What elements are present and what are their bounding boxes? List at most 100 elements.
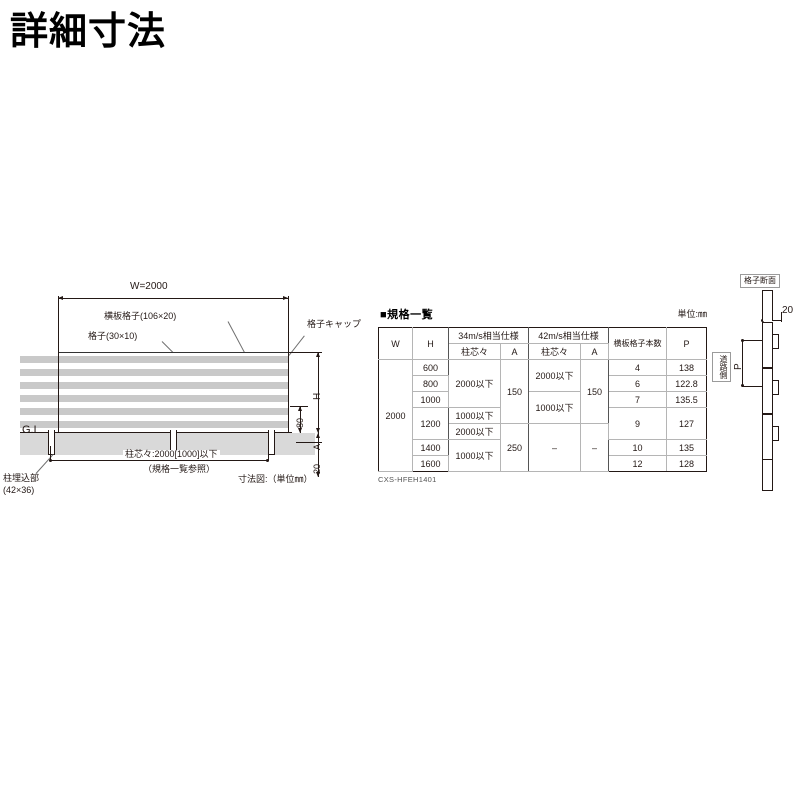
spec-unit-note: 単位:㎜ <box>677 309 707 319</box>
slat-extension <box>20 408 58 415</box>
cell-h: 800 <box>412 375 449 392</box>
drawing-code: CXS-HFEH1401 <box>378 475 437 484</box>
eighty-dimension-line <box>300 406 301 433</box>
ground-level-line <box>20 432 292 434</box>
table-row: 2000 600 2000以下 150 2000以下 150 4 138 <box>378 359 707 472</box>
section-depth-ext <box>781 312 782 322</box>
post-pitch-line <box>50 460 268 461</box>
cell-p: 138 <box>666 359 707 376</box>
width-ext-line-left <box>58 296 59 356</box>
twenty-arrow-bottom <box>315 472 320 477</box>
twenty-dimension-line <box>318 455 319 477</box>
h-ext-top <box>288 352 322 353</box>
header-a-42: A <box>580 343 609 360</box>
h-arrow-top <box>315 352 320 357</box>
section-depth-label: 20 <box>782 305 794 316</box>
header-spec42: 42m/s相当仕様 <box>528 327 609 344</box>
lattice-member <box>58 352 60 432</box>
fence-slat <box>58 408 288 415</box>
panel-top-edge <box>58 352 288 353</box>
width-dimension-line <box>58 298 288 299</box>
lattice-member <box>288 352 290 432</box>
section-p-dot-bottom <box>741 384 744 387</box>
eighty-arrow-top <box>297 406 302 411</box>
section-profile-segment <box>762 290 773 321</box>
cell-a42-dash: – <box>580 423 609 472</box>
cell-pitch34-bot: 1000以下 <box>448 439 501 472</box>
twenty-dimension-label: 20 <box>312 463 322 474</box>
cell-slat-count: 10 <box>608 439 667 456</box>
table-row: 1600 12 128 <box>379 455 707 472</box>
table-row: 1200 1000以下 9 127 <box>379 407 707 440</box>
fence-post <box>268 430 275 455</box>
post-embed-leader <box>35 453 54 474</box>
header-a-34: A <box>500 343 529 360</box>
section-p-label: P <box>733 363 744 370</box>
header-pitch-34: 柱芯々 <box>448 343 501 360</box>
page-title: 詳細寸法 <box>10 9 167 53</box>
cell-a34-top: 150 <box>500 359 529 424</box>
width-arrow-left <box>58 295 63 300</box>
cell-h: 600 <box>412 359 449 376</box>
panel-left-extension <box>20 352 58 430</box>
width-ext-line-right <box>288 296 289 356</box>
cell-slat-count: 6 <box>608 375 667 392</box>
cell-h: 1400 <box>412 439 449 456</box>
header-h: H <box>412 327 449 360</box>
fence-slat <box>58 395 288 402</box>
h-dimension-label: H <box>312 392 323 400</box>
cell-slat-count: 12 <box>608 455 667 472</box>
section-joint-block <box>772 334 779 349</box>
elevation-drawing: W=2000 横板格子(106×20) 格子(30×10) 格子キャップ <box>0 270 370 510</box>
h-arrow-bottom <box>315 428 320 433</box>
section-title: 格子断面 <box>740 274 780 289</box>
elevation-caption: 寸法図:（単位㎜） <box>238 474 313 484</box>
post-pitch-dot-right <box>266 458 269 462</box>
a-dimension-line <box>318 433 319 455</box>
cell-a42: 150 <box>580 359 609 424</box>
cell-slat-count: 9 <box>608 407 667 440</box>
post-pitch-note: （規格一覧参照） <box>143 464 216 474</box>
width-dimension-label: W=2000 <box>130 281 168 292</box>
cell-slat-count: 7 <box>608 391 667 408</box>
header-slat-count: 横板格子本数 <box>608 327 667 360</box>
slat-extension <box>20 421 58 428</box>
section-joint-block <box>772 426 779 441</box>
post-pitch-ext-right <box>268 446 269 461</box>
header-pitch-42: 柱芯々 <box>528 343 581 360</box>
cell-p: 128 <box>666 455 707 472</box>
section-p-ext-bottom <box>742 386 762 387</box>
spec-table-section: ■規格一覧 単位:㎜ W H 34m/s相当仕様 42m/s相当仕様 横板格子本… <box>378 306 707 484</box>
cell-pitch42-dash: – <box>528 423 581 472</box>
fence-panel <box>58 352 288 430</box>
eighty-ext-line <box>290 406 308 407</box>
spec-table: W H 34m/s相当仕様 42m/s相当仕様 横板格子本数 P 柱芯々 A 柱… <box>378 327 707 472</box>
lattice-label: 格子(30×10) <box>88 331 138 341</box>
ground-fill <box>20 433 315 455</box>
header-w: W <box>378 327 413 360</box>
slat-extension <box>20 395 58 402</box>
spec-table-heading: ■規格一覧 <box>380 309 434 321</box>
table-row: 1400 1000以下 10 135 <box>379 439 707 472</box>
slat-extension <box>20 369 58 376</box>
ground-level-label: G.L <box>22 424 40 436</box>
table-row: 2000以下 250 – – <box>379 423 707 472</box>
post-pitch-ext-left <box>50 446 51 461</box>
table-row: 1000 1000以下 7 135.5 <box>379 391 707 424</box>
lattice-cap-label: 格子キャップ <box>307 319 362 329</box>
h-dimension-line <box>318 352 319 433</box>
section-p-ext-top <box>742 340 762 341</box>
cell-pitch34-mid2: 2000以下 <box>448 423 501 440</box>
header-spec34: 34m/s相当仕様 <box>448 327 529 344</box>
post-pitch-label: 柱芯々:2000[1000]以下 <box>123 449 220 459</box>
cell-h: 1000 <box>412 391 449 408</box>
slat-extension <box>20 356 58 363</box>
cell-pitch42-bot: 1000以下 <box>528 391 581 424</box>
width-arrow-right <box>283 295 288 300</box>
section-p-line <box>742 340 743 386</box>
road-side-label: 道路側 <box>712 352 731 382</box>
post-embed-label: 柱埋込部 <box>3 473 40 483</box>
cell-p: 127 <box>666 407 707 440</box>
fence-slat <box>58 356 288 363</box>
